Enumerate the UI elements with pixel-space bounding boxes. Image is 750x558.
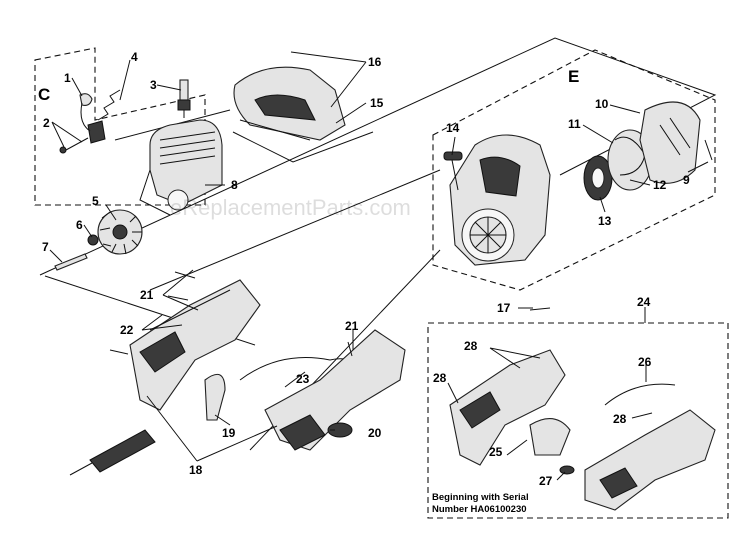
section-c-boundary [34, 47, 206, 206]
shaft [54, 253, 88, 271]
callout-20: 20 [368, 426, 382, 440]
serial-kit-boundary [427, 322, 729, 519]
callout-23: 23 [296, 372, 310, 386]
shaft-housing [264, 329, 406, 451]
callout-14: 14 [446, 121, 460, 135]
drive-shaft-tube [69, 429, 156, 476]
trigger [204, 373, 226, 421]
callout-28-top: 28 [464, 339, 478, 353]
callout-12: 12 [653, 178, 667, 192]
watermark-text: eReplacementParts.com [170, 195, 411, 220]
leader-lines [49, 51, 709, 481]
section-e-label: E [568, 67, 579, 86]
callout-24: 24 [637, 295, 651, 309]
engine-housing [449, 134, 551, 266]
callout-3: 3 [150, 78, 157, 92]
callout-10: 10 [595, 97, 609, 111]
kit-shaft-housing [584, 409, 716, 511]
ignition-module [59, 93, 106, 154]
callout-5: 5 [92, 194, 99, 208]
callout-7: 7 [42, 240, 49, 254]
callout-25: 25 [489, 445, 503, 459]
callout-6: 6 [76, 218, 83, 232]
callout-11: 11 [568, 117, 581, 131]
callout-18: 18 [189, 463, 203, 477]
serial-note-line1: Beginning with Serial [432, 492, 529, 503]
handle-housing-left [129, 279, 261, 411]
callout-28-right: 28 [613, 412, 627, 426]
spark-plug [177, 79, 191, 118]
screw-9 [704, 139, 713, 161]
callout-26: 26 [638, 355, 652, 369]
callout-28-left: 28 [433, 371, 447, 385]
callout-21-upper: 21 [140, 288, 154, 302]
engine-cylinder [139, 119, 223, 216]
kit-knob-27 [559, 465, 575, 475]
serial-note-line2: Number HA06100230 [432, 504, 527, 515]
kit-handle-housing [449, 349, 566, 466]
callout-15: 15 [370, 96, 384, 110]
ignition-wire [97, 89, 121, 121]
callout-17: 17 [497, 301, 511, 315]
flywheel-nut [87, 234, 99, 246]
callout-19: 19 [222, 426, 236, 440]
section-e-boundary [432, 49, 716, 291]
callout-8: 8 [231, 178, 238, 192]
callout-1: 1 [64, 71, 71, 85]
section-c-label: C [38, 85, 50, 104]
callout-16: 16 [368, 55, 382, 69]
callout-9: 9 [683, 173, 690, 187]
callout-21-lower: 21 [345, 319, 359, 333]
shroud-base-line [232, 131, 374, 163]
knob-20 [327, 422, 353, 438]
callout-2: 2 [43, 116, 50, 130]
callouts: 1 2 3 4 5 6 7 8 9 10 11 12 13 14 15 16 1… [42, 50, 690, 488]
callout-22: 22 [120, 323, 134, 337]
callout-27: 27 [539, 474, 553, 488]
callout-4: 4 [131, 50, 138, 64]
kit-trigger [529, 418, 571, 456]
recoil-pulley [583, 155, 613, 201]
starter-cover [639, 101, 701, 184]
callout-13: 13 [598, 214, 612, 228]
engine-shroud [233, 66, 346, 141]
flywheel [97, 209, 143, 255]
screws-21-22 [109, 271, 551, 357]
kit-cable [604, 383, 676, 406]
